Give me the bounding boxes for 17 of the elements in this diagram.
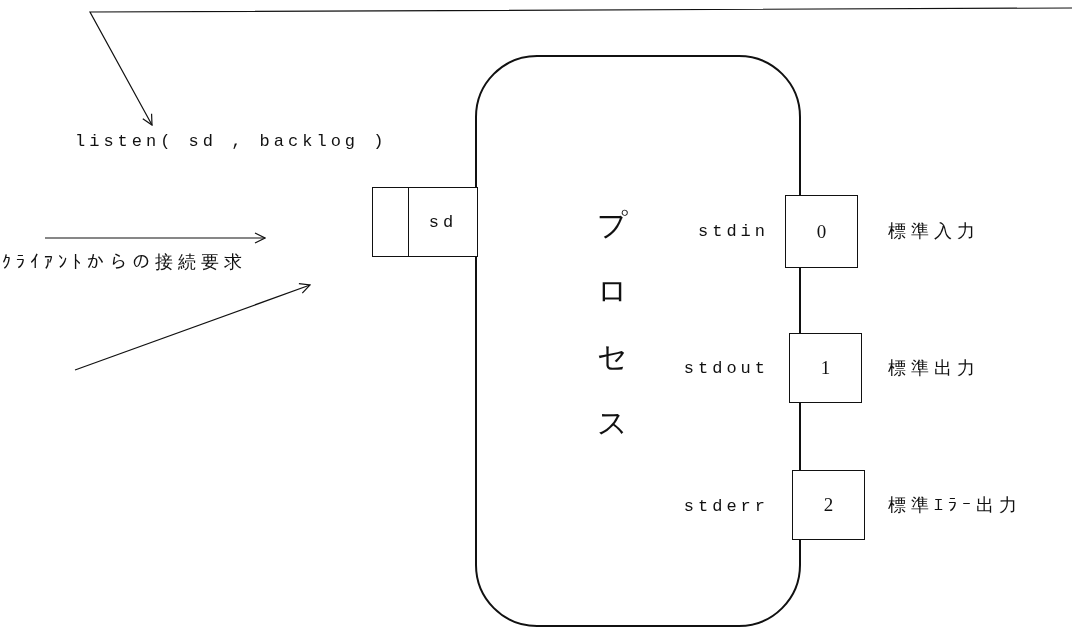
stream-name-text: stderr [683, 497, 769, 516]
arrow [89, 7, 1072, 126]
process-label: プロセス [597, 206, 627, 442]
stream-name-text: stdin [698, 222, 769, 241]
process-box [475, 55, 801, 627]
stream-description: 標準出力 [888, 356, 980, 380]
stream-description: 標準ｴﾗｰ出力 [888, 493, 1022, 517]
stream-name-text: stdout [683, 359, 769, 378]
arrow [74, 283, 311, 371]
function-call-text: listen( sd , backlog ) [75, 131, 388, 151]
request-text: ｸﾗｲｱﾝﾄからの接続要求 [2, 249, 247, 274]
descriptor-box: 2 [792, 470, 865, 540]
stream-description: 標準入力 [888, 219, 980, 243]
socket-box: sd [408, 187, 478, 257]
arrow [44, 232, 266, 244]
descriptor-box: 0 [785, 195, 858, 268]
descriptor-box: 1 [789, 333, 862, 403]
